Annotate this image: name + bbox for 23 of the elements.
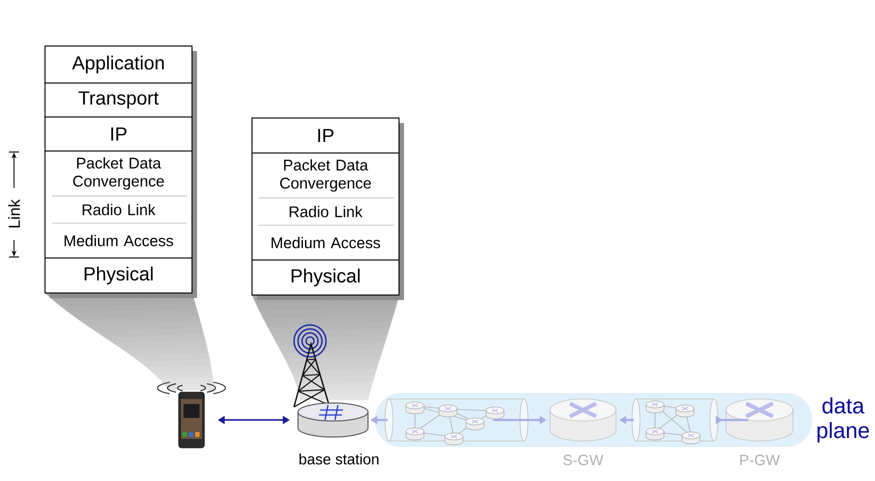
layer-box: Application xyxy=(44,46,192,84)
layer-box: IP xyxy=(252,118,400,154)
layer-label: Radio Link xyxy=(290,206,363,218)
layer-box: Transport xyxy=(44,82,192,118)
layer-label: Medium Access xyxy=(64,234,174,246)
layer-box: Physical xyxy=(44,258,192,294)
bracket-label: Link xyxy=(8,199,20,228)
layer-label: Packet Data Convergence xyxy=(280,159,371,192)
node-caption: data plane xyxy=(818,397,869,443)
mobile-phone xyxy=(157,382,226,448)
router-disk xyxy=(726,398,794,442)
node-caption: base station xyxy=(300,453,378,464)
layer-label: Packet Data Convergence xyxy=(73,157,164,190)
layer-box: Physical xyxy=(252,260,400,296)
node-caption: P-GW xyxy=(740,454,780,466)
node-caption: S-GW xyxy=(563,454,604,466)
router-disk xyxy=(550,398,616,442)
layer-label: Radio Link xyxy=(82,204,156,216)
layer-box: IP xyxy=(44,116,192,152)
base-station-tower xyxy=(293,324,368,438)
layer-label: Medium Access xyxy=(272,236,380,248)
network-picture xyxy=(384,398,528,446)
network-picture xyxy=(632,398,718,444)
